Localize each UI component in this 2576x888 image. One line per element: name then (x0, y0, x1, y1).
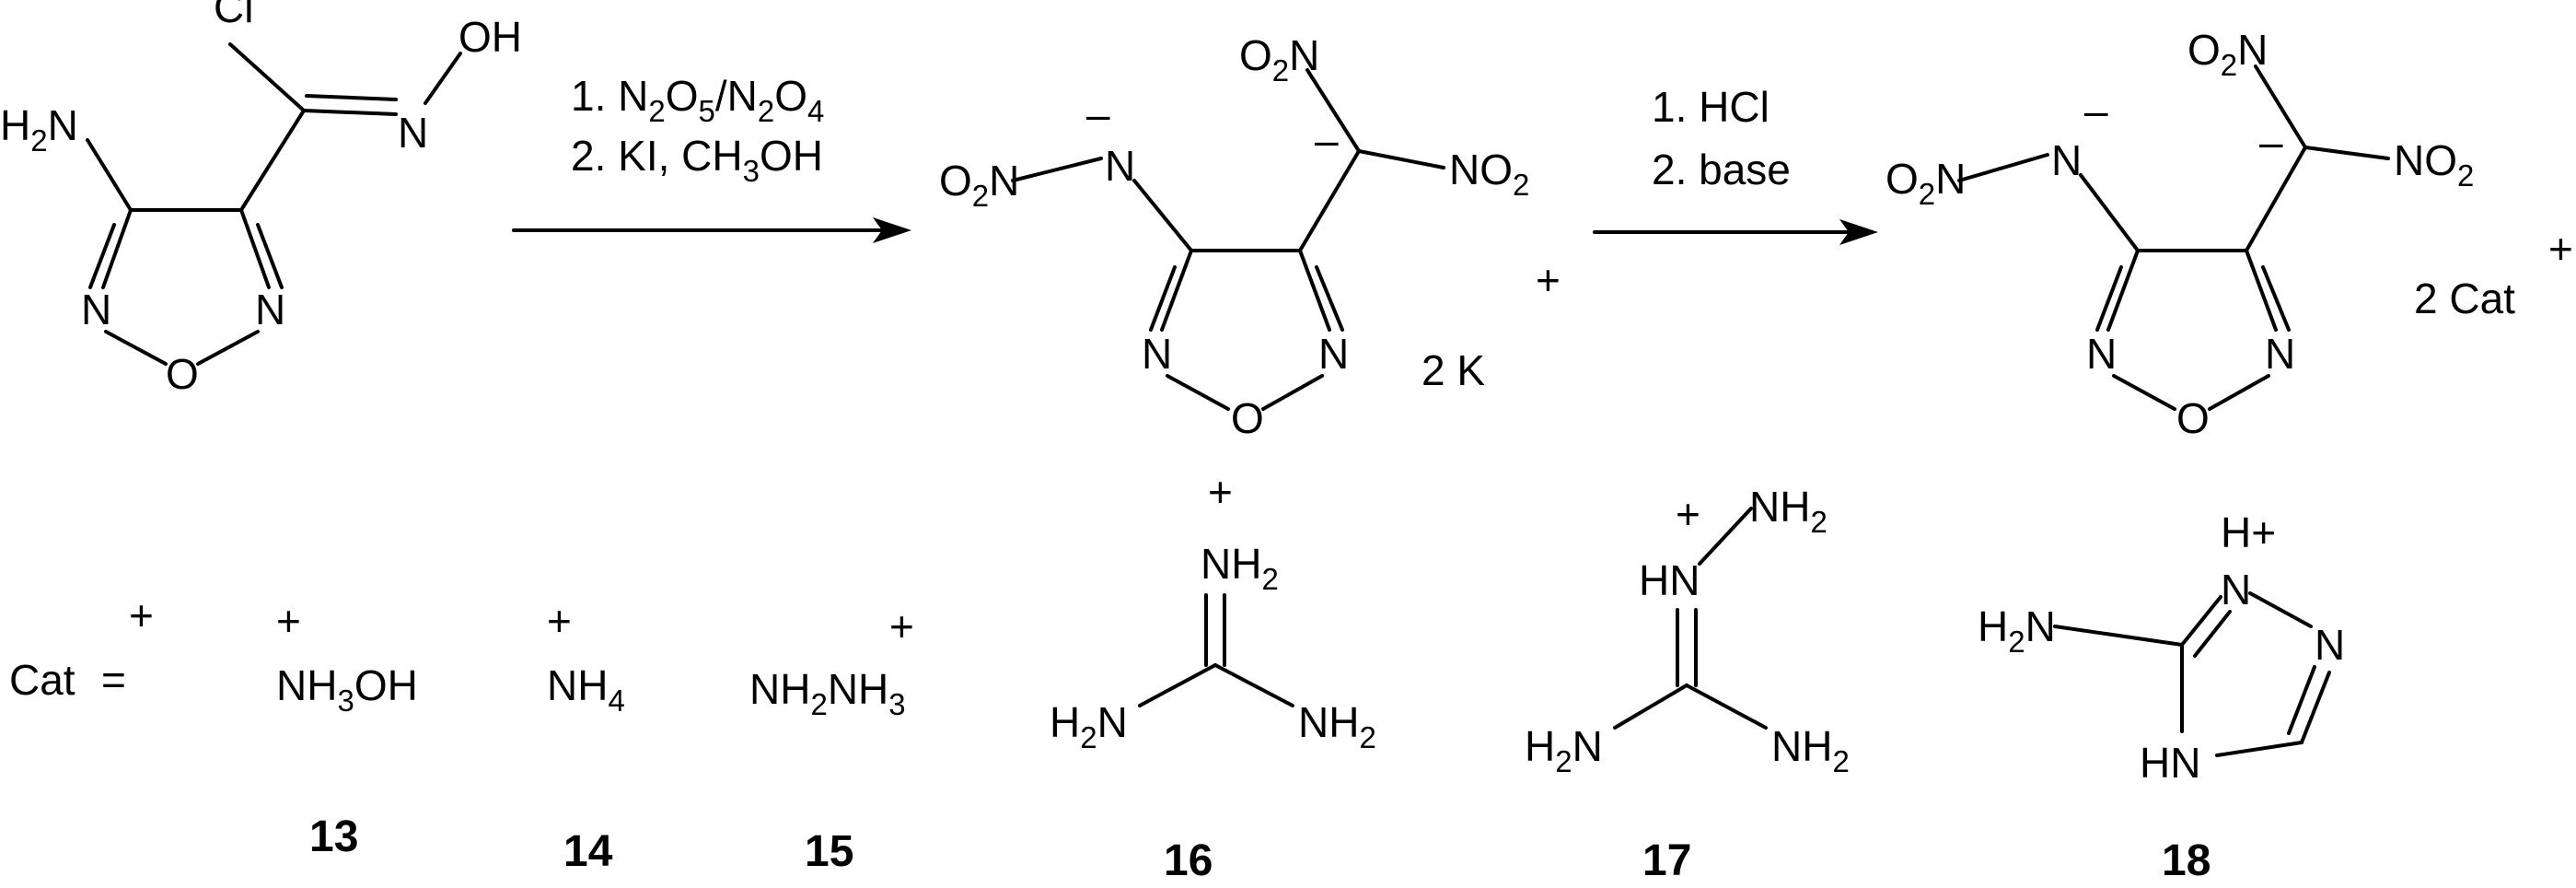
svg-text:O2N: O2N (1239, 31, 1319, 88)
charge-plus-14: + (547, 597, 572, 645)
atom-n-amide-3: N (2051, 136, 2082, 184)
counterion-potassium: 2 K (1421, 346, 1485, 394)
cation-17-aminoguanidinium: + NH2 HN H2N NH2 (1525, 483, 1850, 778)
label-13: 13 (309, 812, 358, 861)
atom-o2n-top: O2N (1239, 31, 1319, 88)
label-15: 15 (805, 827, 853, 876)
svg-text:2. KI, CH3OH: 2. KI, CH3OH (571, 132, 823, 188)
svg-text:NO2: NO2 (1449, 146, 1529, 202)
label-14: 14 (563, 827, 613, 876)
cat-label: Cat (9, 656, 75, 704)
atom-o2n-left-3: O2N (1886, 155, 1966, 211)
svg-text:NH2: NH2 (1201, 540, 1279, 596)
label-17: 17 (1642, 836, 1691, 885)
step2-reagent-1: 1. HCl (1652, 83, 1770, 131)
charge-minus-n-3: – (2084, 87, 2108, 134)
cation-18-aminotriazolium: H+ N N H2N HN (1978, 508, 2345, 787)
svg-text:H2N: H2N (1050, 698, 1128, 754)
atom-o-ring-2: O (1231, 394, 1264, 442)
charge-plus-cat: + (2548, 225, 2573, 273)
atom-n-ring-right-3: N (2265, 330, 2295, 378)
svg-text:NH2NH3: NH2NH3 (749, 665, 906, 721)
svg-text:1. N2O5/N2O4: 1. N2O5/N2O4 (571, 72, 824, 128)
charge-minus-n: – (1086, 90, 1110, 138)
svg-text:O2N: O2N (2187, 26, 2268, 82)
cat-equals: = (101, 656, 126, 704)
atom-n2-18: N (2315, 621, 2345, 669)
charge-plus-16: + (1208, 468, 1233, 516)
atom-o2n-top-3: O2N (2187, 26, 2268, 82)
svg-text:O2N: O2N (939, 157, 1019, 213)
cation-15-hydrazinium: NH2NH3 (749, 665, 906, 721)
svg-text:H2N: H2N (0, 101, 78, 158)
label-16: 16 (1164, 836, 1213, 885)
atom-n-ring-left: N (81, 286, 111, 333)
starting-material: Cl OH N H2N N N O (0, 0, 522, 398)
charge-minus-c-3: – (2259, 118, 2283, 166)
svg-text:NH2: NH2 (1749, 483, 1828, 539)
cation-13-hydroxylammonium: NH3OH (276, 661, 418, 718)
atom-o-ring: O (166, 350, 199, 398)
atom-cl: Cl (214, 0, 253, 31)
atom-h2n-left: H2N (0, 101, 78, 158)
atom-no2-right-3: NO2 (2394, 136, 2474, 193)
label-18: 18 (2162, 836, 2210, 885)
charge-plus-17: + (1676, 490, 1700, 538)
svg-text:NH4: NH4 (547, 661, 625, 718)
svg-text:NH3OH: NH3OH (276, 661, 418, 718)
atom-no2-right: NO2 (1449, 146, 1529, 202)
atom-oh: OH (458, 13, 522, 61)
svg-text:NH2: NH2 (1771, 722, 1850, 778)
cation-legend: Cat = + + NH3OH 13 + NH4 14 + NH2NH3 15 … (9, 468, 2345, 885)
step2-reagent-2: 2. base (1652, 146, 1791, 193)
step1-reagent-2: 2. KI, CH3OH (571, 132, 823, 188)
cation-16-guanidinium: + NH2 H2N NH2 (1050, 468, 1376, 754)
svg-text:NO2: NO2 (2394, 136, 2474, 193)
cation-14-ammonium: NH4 (547, 661, 625, 718)
atom-o2n-left: O2N (939, 157, 1019, 213)
charge-plus-k: + (1536, 256, 1561, 304)
charge-minus-c: – (1315, 116, 1339, 164)
svg-text:O2N: O2N (1886, 155, 1966, 211)
charge-plus-15: + (889, 602, 914, 650)
atom-hn-18: HN (2140, 739, 2200, 787)
atom-n-oxime: N (398, 109, 428, 157)
svg-text:NH2: NH2 (1298, 698, 1376, 754)
atom-o-ring-3: O (2176, 394, 2210, 442)
charge-plus-13: + (276, 597, 301, 645)
svg-text:H2N: H2N (1525, 722, 1603, 778)
atom-n-ring-left-2: N (1142, 330, 1172, 378)
atom-n-ring-right: N (255, 286, 285, 333)
atom-n1-18: N (2221, 566, 2251, 613)
counterion-cat: 2 Cat (2414, 275, 2515, 322)
svg-text:H2N: H2N (1978, 602, 2056, 659)
step1-reagent-1: 1. N2O5/N2O4 (571, 72, 824, 128)
intermediate-dipotassium-salt: O2N – O2N N – NO2 N N O 2 K + (939, 31, 1561, 442)
atom-n-ring-left-3: N (2086, 330, 2117, 378)
product-generic-salt: O2N – O2N N – NO2 N N O 2 Cat + (1886, 26, 2573, 442)
atom-n-ring-right-2: N (1318, 330, 1349, 378)
atom-n-amide: N (1105, 142, 1135, 190)
reaction-arrow-1: 1. N2O5/N2O4 2. KI, CH3OH (512, 72, 911, 243)
reaction-arrow-2: 1. HCl 2. base (1593, 83, 1878, 245)
atom-hplus-18: H+ (2221, 508, 2276, 556)
cat-plus: + (129, 591, 154, 639)
atom-hn-17: HN (1639, 556, 1700, 604)
